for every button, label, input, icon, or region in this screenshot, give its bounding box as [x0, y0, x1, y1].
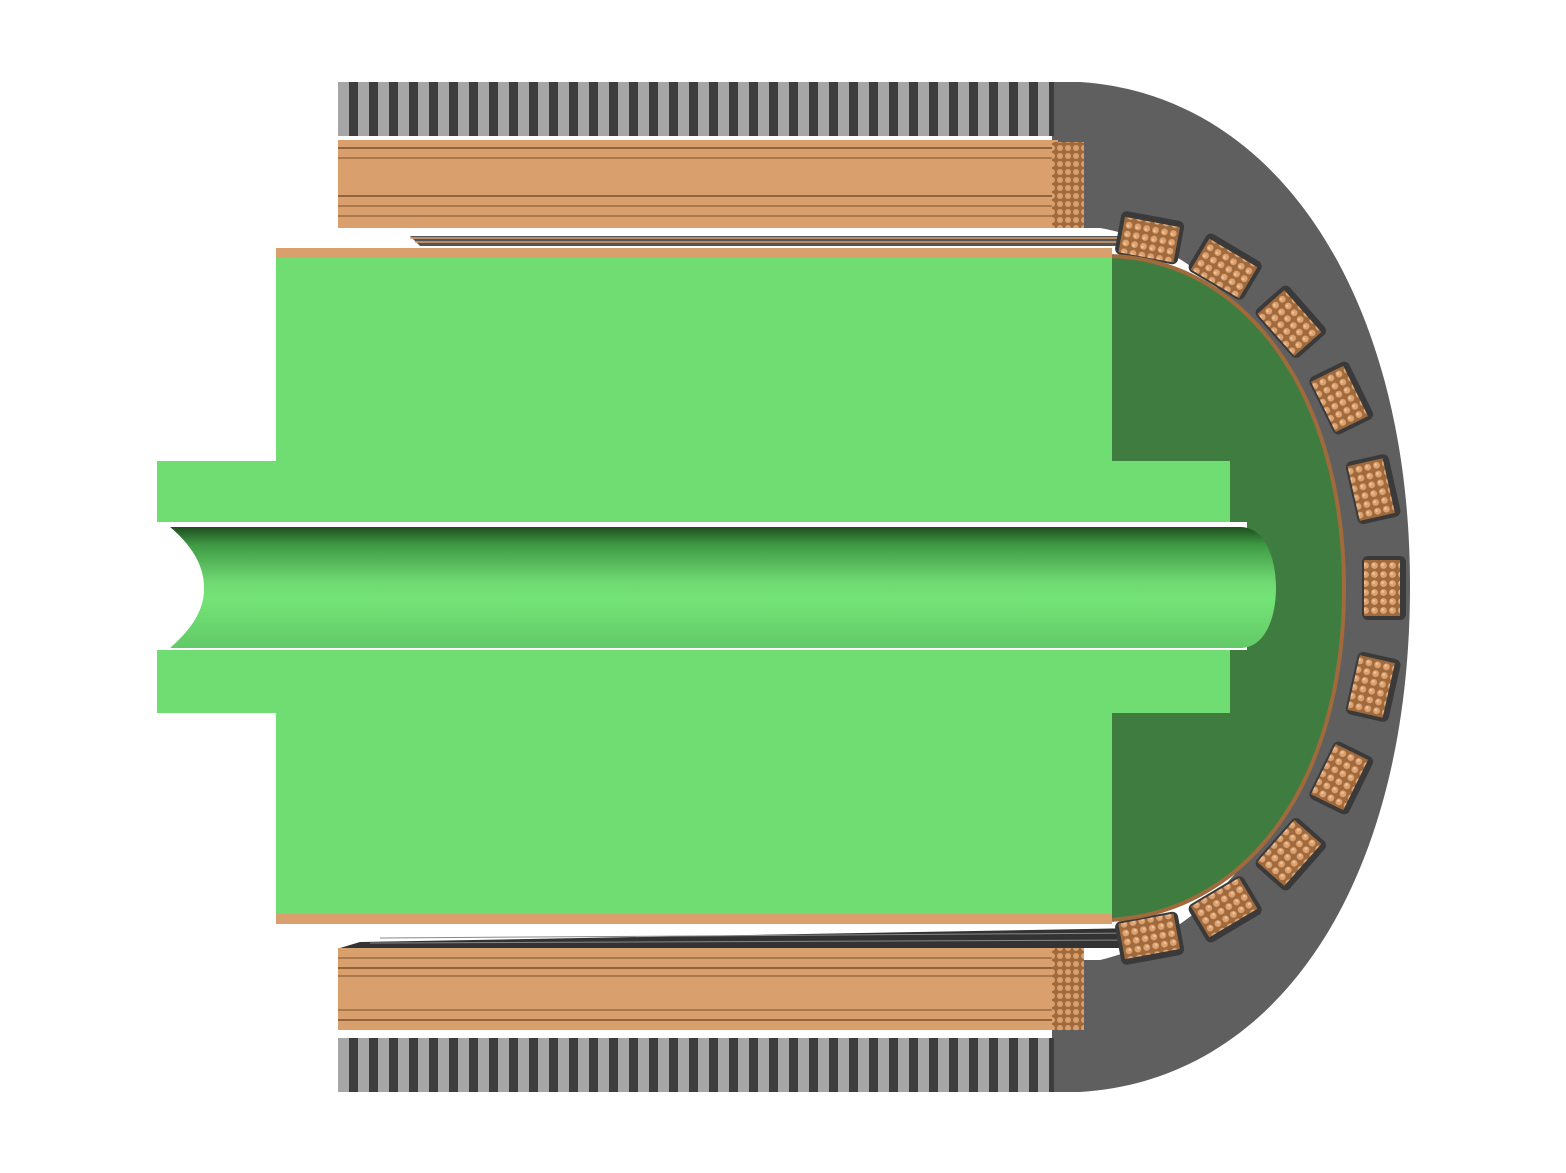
- slot-winding: [1118, 216, 1181, 263]
- slot-winding: [1310, 744, 1368, 811]
- stator-slot: [1345, 454, 1401, 525]
- slot-winding: [1364, 560, 1400, 616]
- stator-slot: [1362, 556, 1406, 620]
- motor-shaft: [160, 527, 1276, 648]
- stator-winding-bottom: [338, 928, 1141, 1030]
- stator-winding-top: [338, 140, 1140, 246]
- slot-winding: [1190, 238, 1258, 299]
- stator-slot: [1255, 285, 1326, 358]
- slot-winding: [1118, 913, 1181, 960]
- slot-winding: [1257, 820, 1322, 886]
- stator-fins-bottom: [338, 1038, 1054, 1092]
- slot-winding: [1257, 290, 1322, 356]
- stator-slot: [1115, 211, 1185, 265]
- stator-slot: [1345, 651, 1401, 722]
- stator-slots: [1115, 211, 1406, 965]
- slot-winding: [1310, 365, 1368, 432]
- slot-winding: [1347, 458, 1395, 521]
- slot-winding: [1347, 655, 1395, 718]
- stator-slot: [1188, 876, 1262, 943]
- stator-slot: [1309, 741, 1374, 815]
- stator-slot: [1309, 361, 1374, 435]
- slot-winding: [1190, 877, 1258, 938]
- stator-slot: [1255, 818, 1326, 891]
- stator-fins-top: [338, 82, 1054, 136]
- stator-slot: [1188, 233, 1262, 300]
- stator-slot: [1115, 911, 1185, 965]
